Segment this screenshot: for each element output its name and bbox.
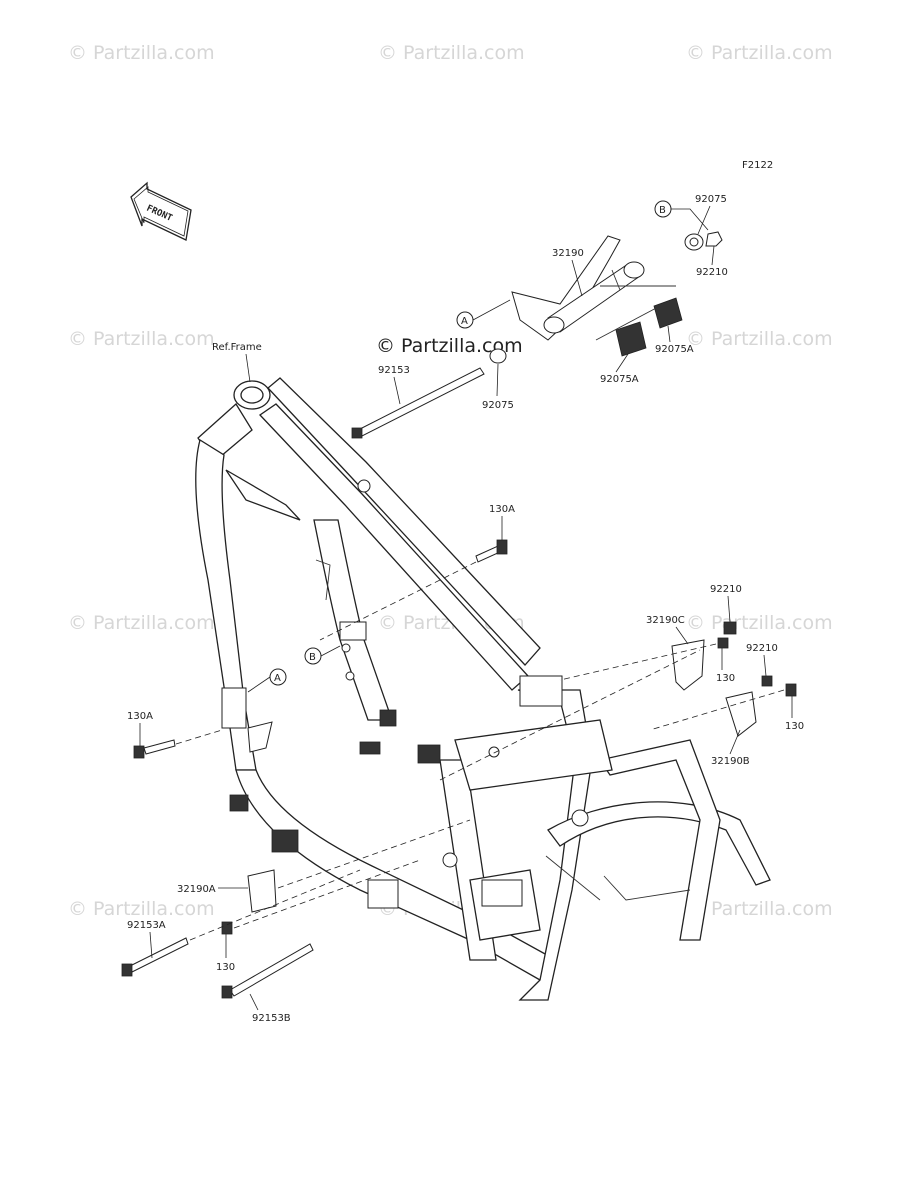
part-label-130a-left: 130A [127,711,153,722]
part-label-92075a-right: 92075A [655,344,694,355]
svg-text:A: A [274,673,281,684]
right-side-mounts [559,621,797,737]
watermark: © Partzilla.com [68,328,215,350]
watermark: © Partzilla.com [686,612,833,634]
center-watermark: © Partzilla.com [376,335,523,357]
callout-b-top: B [654,200,672,218]
svg-text:A: A [461,316,468,327]
callout-a-frame: A [269,668,287,686]
part-label-92075-top: 92075 [695,194,727,205]
part-label-32190: 32190 [552,248,584,259]
front-arrow-icon: FRONT [130,181,192,241]
watermark: © Partzilla.com [68,898,215,920]
part-label-92210-right1: 92210 [710,584,742,595]
part-label-92210-right2: 92210 [746,643,778,654]
bolt-130a-mid [319,539,508,641]
part-label-92153b: 92153B [252,1013,291,1024]
watermark: © Partzilla.com [686,328,833,350]
watermark: © Partzilla.com [68,42,215,64]
part-label-130a-mid: 130A [489,504,515,515]
bolt-130a-left [133,729,223,759]
part-label-130-right2: 130 [785,721,804,732]
part-label-32190a: 32190A [177,884,216,895]
top-engine-mount-assembly [351,231,723,439]
callout-b-frame: B [304,647,322,665]
callout-a-top: A [456,311,474,329]
part-label-92210-top: 92210 [696,267,728,278]
part-label-130-right1: 130 [716,673,735,684]
figure-code: F2122 [742,160,773,171]
part-label-130-bottom: 130 [216,962,235,973]
watermark: © Partzilla.com [686,42,833,64]
part-label-92075a-left: 92075A [600,374,639,385]
part-label-92153: 92153 [378,365,410,376]
bottom-engine-mount-assembly [121,819,471,999]
ref-frame-label: Ref.Frame [212,342,262,353]
svg-text:B: B [659,205,666,216]
watermark: © Partzilla.com [378,42,525,64]
watermark: © Partzilla.com [68,612,215,634]
part-label-92075-mid: 92075 [482,400,514,411]
part-label-32190b: 32190B [711,756,750,767]
svg-text:B: B [309,652,316,663]
part-label-32190c: 32190C [646,615,685,626]
part-label-92153a: 92153A [127,920,166,931]
mount-axis-line [439,649,701,781]
watermark: © Partzilla.com [686,898,833,920]
motorcycle-frame [195,377,771,1001]
